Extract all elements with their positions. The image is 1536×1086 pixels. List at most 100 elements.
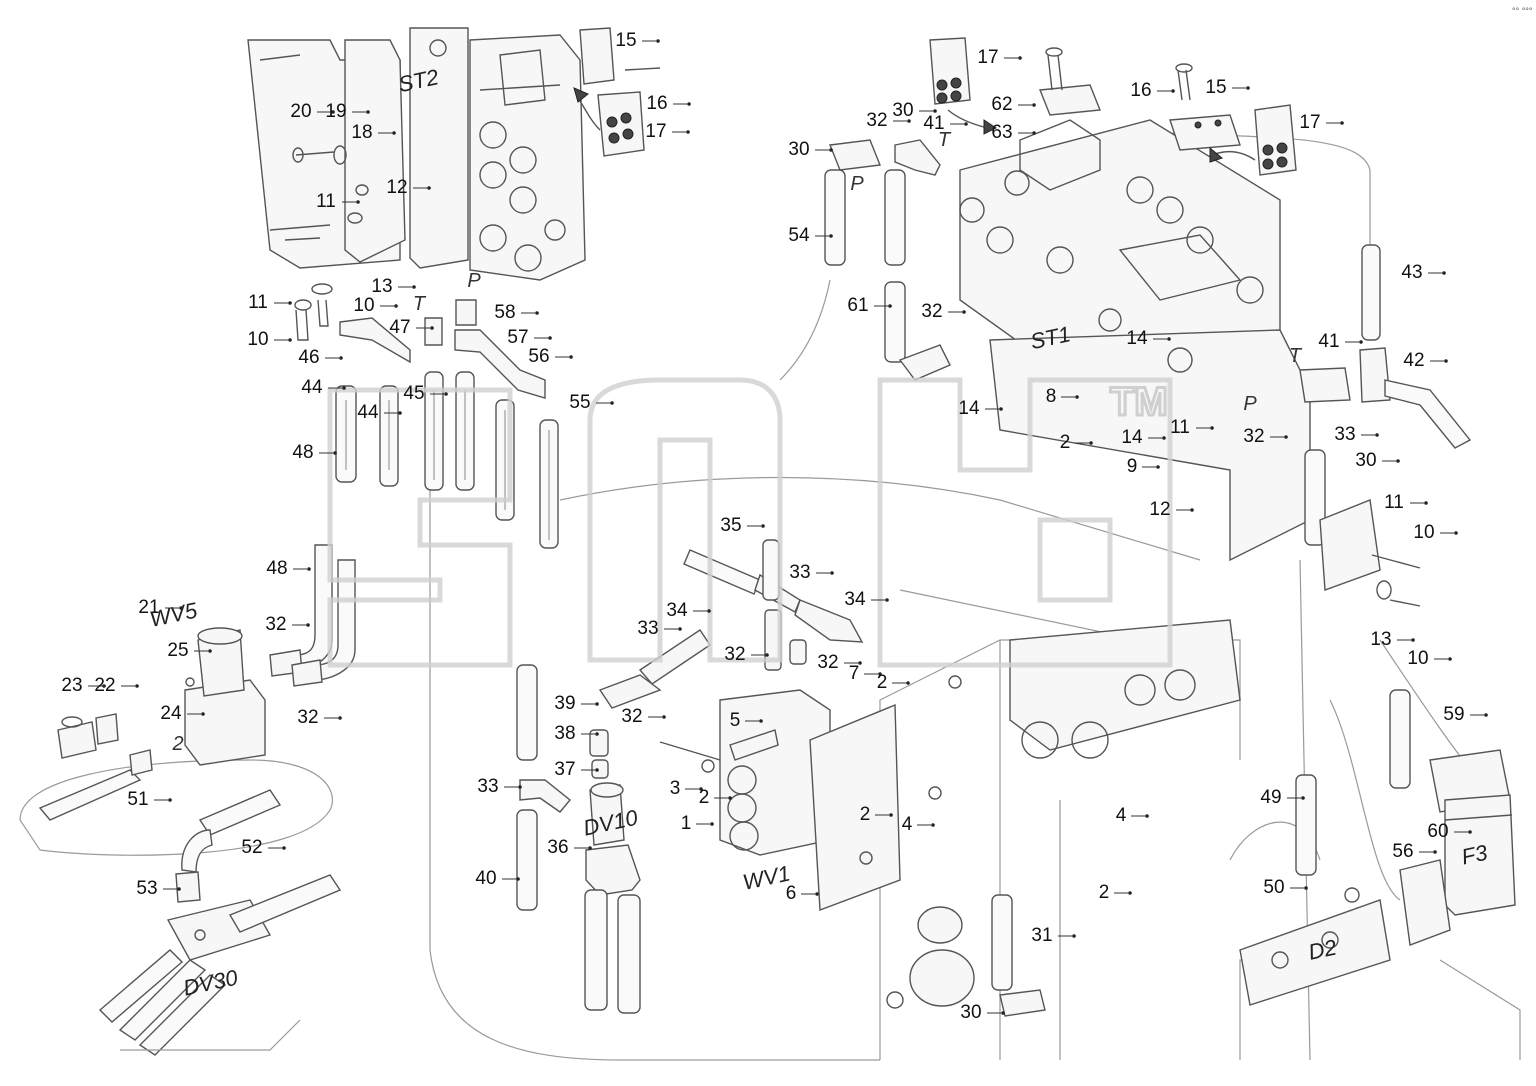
callout-c-2d: 2 [1060, 432, 1071, 453]
callout-c-4a: 4 [902, 814, 913, 835]
leader-dot-c-56a [569, 355, 573, 359]
callout-c-32d: 32 [817, 652, 838, 673]
callout-c-55: 55 [569, 392, 590, 413]
callout-c-33a: 33 [789, 562, 810, 583]
leader-dot-c-35 [761, 524, 765, 528]
lower-middle-parts [886, 619, 1241, 1017]
leader-dot-c-4a [931, 823, 935, 827]
callout-c-35: 35 [720, 515, 741, 536]
leader-dot-c-32e [662, 715, 666, 719]
callout-c-32e: 32 [621, 706, 642, 727]
leader-dot-c-56b [1433, 850, 1437, 854]
leader-dot-c-46 [339, 356, 343, 360]
valve-bank-st1 [929, 37, 1311, 562]
valve-dv30 [98, 789, 342, 1056]
leader-dot-c-24 [201, 712, 205, 716]
leader-dot-c-1 [710, 822, 714, 826]
valve-bank-st2 [247, 27, 661, 341]
callout-c-17c: 17 [1299, 112, 1320, 133]
leader-dot-c-11b [288, 301, 292, 305]
callout-c-12b: 12 [1149, 499, 1170, 520]
callout-c-38: 38 [554, 723, 575, 744]
leader-dot-c-23 [102, 684, 106, 688]
callout-c-10a: 10 [353, 295, 374, 316]
callout-c-36: 36 [547, 837, 568, 858]
leader-dot-c-55 [610, 401, 614, 405]
callout-c-58: 58 [494, 302, 515, 323]
port-mark-p-st1a: P [850, 173, 864, 195]
valve-wv5 [38, 627, 323, 821]
leader-dot-c-36 [588, 846, 592, 850]
corner-mark: °° °°° [1512, 6, 1533, 16]
leader-dot-c-2c [889, 813, 893, 817]
st2-hose-group [294, 299, 559, 681]
leader-dot-c-6 [815, 892, 819, 896]
leader-dot-c-14a [1167, 337, 1171, 341]
callout-c-5: 5 [730, 710, 741, 731]
leader-dot-c-18 [392, 131, 396, 135]
callout-c-13b: 13 [1370, 629, 1391, 650]
chassis-frame [19, 129, 1521, 1061]
port-mark-p-st2: P [467, 270, 481, 292]
leader-dot-c-32g [962, 310, 966, 314]
callout-c-39: 39 [554, 693, 575, 714]
callout-c-45: 45 [403, 383, 424, 404]
callout-c-62: 62 [991, 94, 1012, 115]
leader-dot-c-14b [999, 407, 1003, 411]
leader-dot-c-60 [1468, 830, 1472, 834]
leader-dot-c-51 [168, 798, 172, 802]
leader-dot-c-33d [1375, 433, 1379, 437]
callout-c-10b: 10 [247, 329, 268, 350]
leader-dot-c-17a [686, 130, 690, 134]
leader-dot-c-17c [1340, 121, 1344, 125]
callout-c-7: 7 [849, 663, 860, 684]
callout-c-23: 23 [61, 675, 82, 696]
leader-dot-c-2a [906, 681, 910, 685]
port-mark-port-2: 2 [171, 733, 183, 755]
port-mark-p-st1b: P [1243, 393, 1257, 415]
leader-dot-c-15b [1246, 86, 1250, 90]
callout-c-41a: 41 [923, 113, 944, 134]
leader-dot-c-48a [333, 451, 337, 455]
callout-c-54: 54 [788, 225, 810, 246]
leader-dot-c-10a [394, 304, 398, 308]
leader-dot-c-30b [829, 148, 833, 152]
callout-c-43: 43 [1401, 262, 1422, 283]
leader-dot-c-63 [1032, 131, 1036, 135]
leader-dot-c-30a [933, 109, 937, 113]
callout-c-17a: 17 [645, 121, 666, 142]
callout-c-32h: 32 [1243, 426, 1264, 447]
callout-c-11b: 11 [248, 292, 268, 313]
leader-dot-c-48b [307, 567, 311, 571]
callout-c-33c: 33 [477, 776, 498, 797]
callout-c-32g: 32 [921, 301, 942, 322]
watermark-tm: TM [1110, 380, 1168, 424]
unit-label-wv1: WV1 [741, 860, 793, 894]
leader-dot-c-44b [398, 411, 402, 415]
leader-dot-c-10d [1448, 657, 1452, 661]
callout-c-8: 8 [1046, 386, 1057, 407]
leader-dot-c-58 [535, 311, 539, 315]
callout-c-46: 46 [298, 347, 319, 368]
leader-dot-c-25 [208, 649, 212, 653]
leader-dot-c-22 [135, 684, 139, 688]
leader-dot-c-10b [288, 338, 292, 342]
middle-hose-group [516, 539, 864, 911]
leader-dot-c-42 [1444, 359, 1448, 363]
callout-c-24: 24 [160, 703, 182, 724]
leader-dot-c-45 [444, 392, 448, 396]
leader-dot-c-16b [1171, 89, 1175, 93]
leader-dot-c-32f [907, 119, 911, 123]
leader-dot-c-2d [1089, 441, 1093, 445]
callout-c-30a: 30 [892, 100, 913, 121]
st1-hose-group [824, 139, 1472, 607]
callout-c-31: 31 [1031, 925, 1052, 946]
callout-c-11d: 11 [1384, 492, 1404, 513]
callout-c-32c: 32 [724, 644, 745, 665]
callout-c-10d: 10 [1407, 648, 1428, 669]
callout-c-56a: 56 [528, 346, 549, 367]
callout-c-16a: 16 [646, 93, 667, 114]
leader-dot-c-52 [282, 846, 286, 850]
leader-dot-c-40 [516, 877, 520, 881]
callout-c-32f: 32 [866, 110, 887, 131]
